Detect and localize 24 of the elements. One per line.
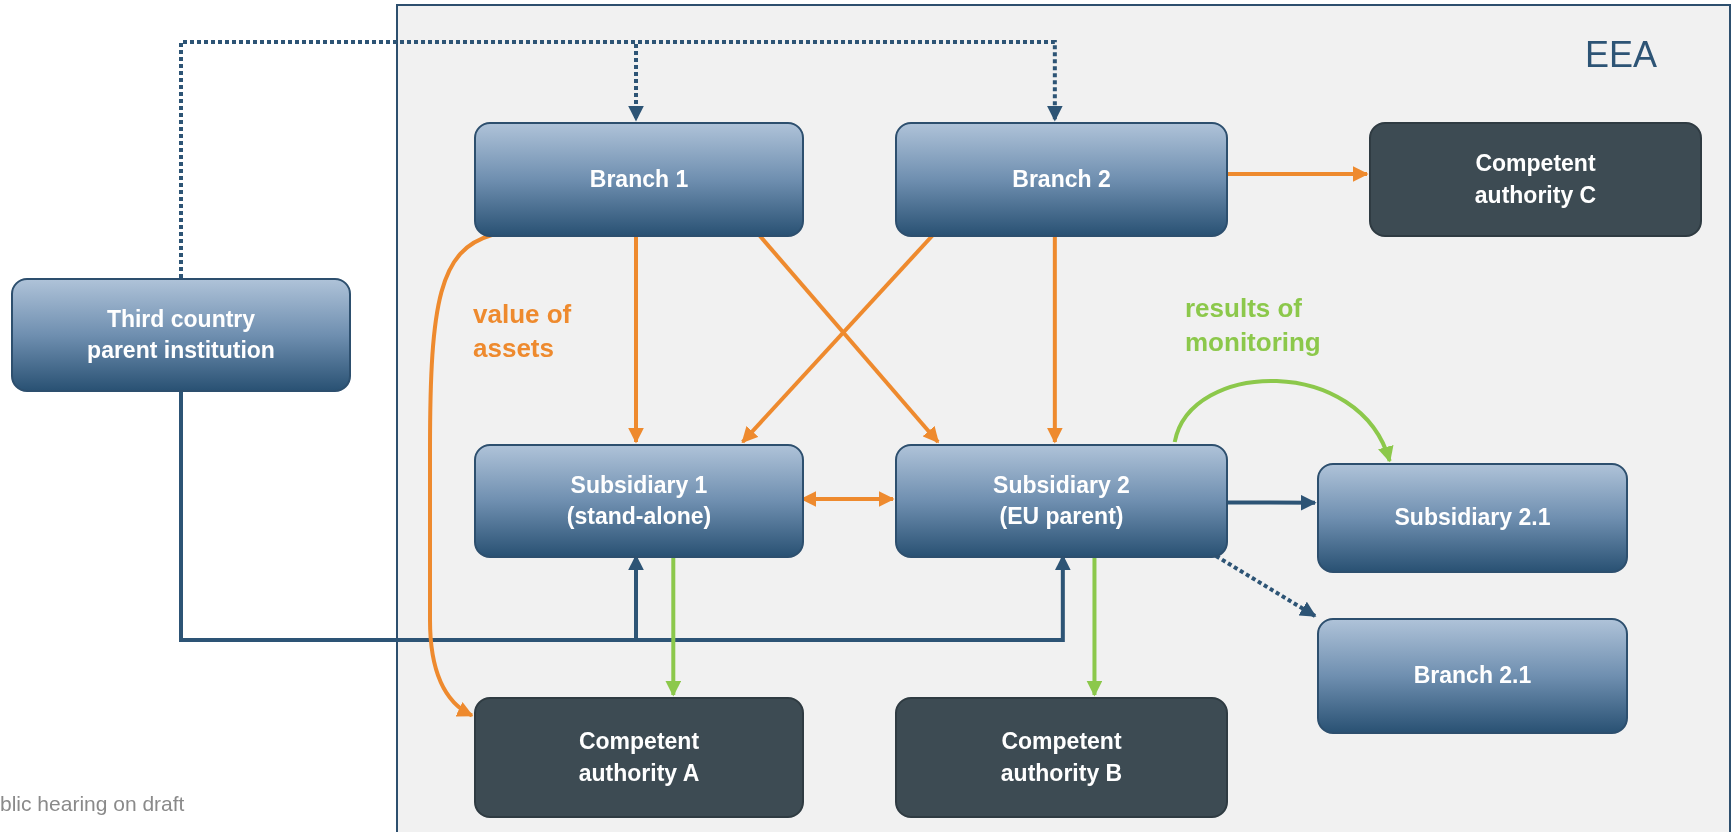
arrow — [1046, 235, 1063, 444]
note-text: blic hearing on draft — [0, 791, 186, 817]
authority-box: Competent authority C — [1369, 122, 1702, 237]
authority-box: Competent authority A — [474, 697, 804, 818]
region-area — [396, 4, 1731, 832]
entity-box: Subsidiary 2.1 — [1317, 463, 1628, 573]
arrow — [628, 235, 644, 444]
arrow — [1086, 556, 1103, 697]
entity-box: Subsidiary 2 (EU parent) — [895, 444, 1228, 558]
edge-label: results of monitoring — [1185, 292, 1322, 359]
arrow — [1172, 379, 1392, 463]
arrow — [1214, 554, 1317, 618]
entity-box: Branch 2.1 — [1317, 618, 1628, 734]
region-title: EEA — [1584, 34, 1657, 76]
arrow — [1226, 166, 1369, 183]
entity-box: Third country parent institution — [11, 278, 351, 392]
authority-box: Competent authority B — [895, 697, 1228, 818]
entity-box: Subsidiary 1 (stand-alone) — [474, 444, 804, 558]
entity-box: Branch 2 — [895, 122, 1228, 237]
arrow — [665, 556, 682, 697]
arrow — [428, 233, 493, 718]
entity-box: Branch 1 — [474, 122, 804, 237]
flow-label: value of assets — [473, 298, 573, 365]
arrow — [1226, 494, 1317, 511]
